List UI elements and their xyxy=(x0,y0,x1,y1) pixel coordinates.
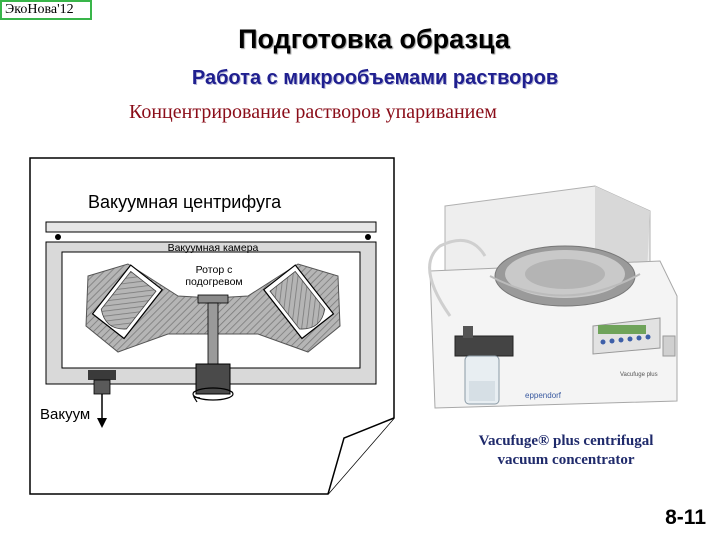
caption-line-2: vacuum concentrator xyxy=(497,452,635,468)
rotor-label-2: подогревом xyxy=(185,276,242,288)
photo-caption: Vacufuge® plus centrifugal vacuum concen… xyxy=(420,432,712,470)
vacuum-centrifuge-diagram: Вакуумная центрифуга Вакуумная камера Ро… xyxy=(29,157,395,495)
slide-title: Подготовка образца xyxy=(238,24,510,54)
diagram-heading: Вакуумная центрифуга xyxy=(88,192,282,212)
vacuum-label: Вакуум xyxy=(40,406,90,423)
caption-line-1: Vacufuge® plus centrifugal xyxy=(478,433,654,449)
vacufuge-device-photo: eppendorf Vacufuge plus xyxy=(428,185,678,409)
device-model: Vacufuge plus xyxy=(620,372,658,378)
rotor-label-1: Ротор с xyxy=(196,264,233,276)
chamber-label: Вакуумная камера xyxy=(168,242,259,254)
device-brand: eppendorf xyxy=(525,391,562,400)
page-number: 8-11 xyxy=(665,506,706,529)
section-heading: Концентрирование растворов упариванием xyxy=(129,101,497,123)
slide-subtitle: Работа с микрообъемами растворов xyxy=(191,67,559,89)
event-badge: ЭкоНова'12 xyxy=(0,0,92,20)
